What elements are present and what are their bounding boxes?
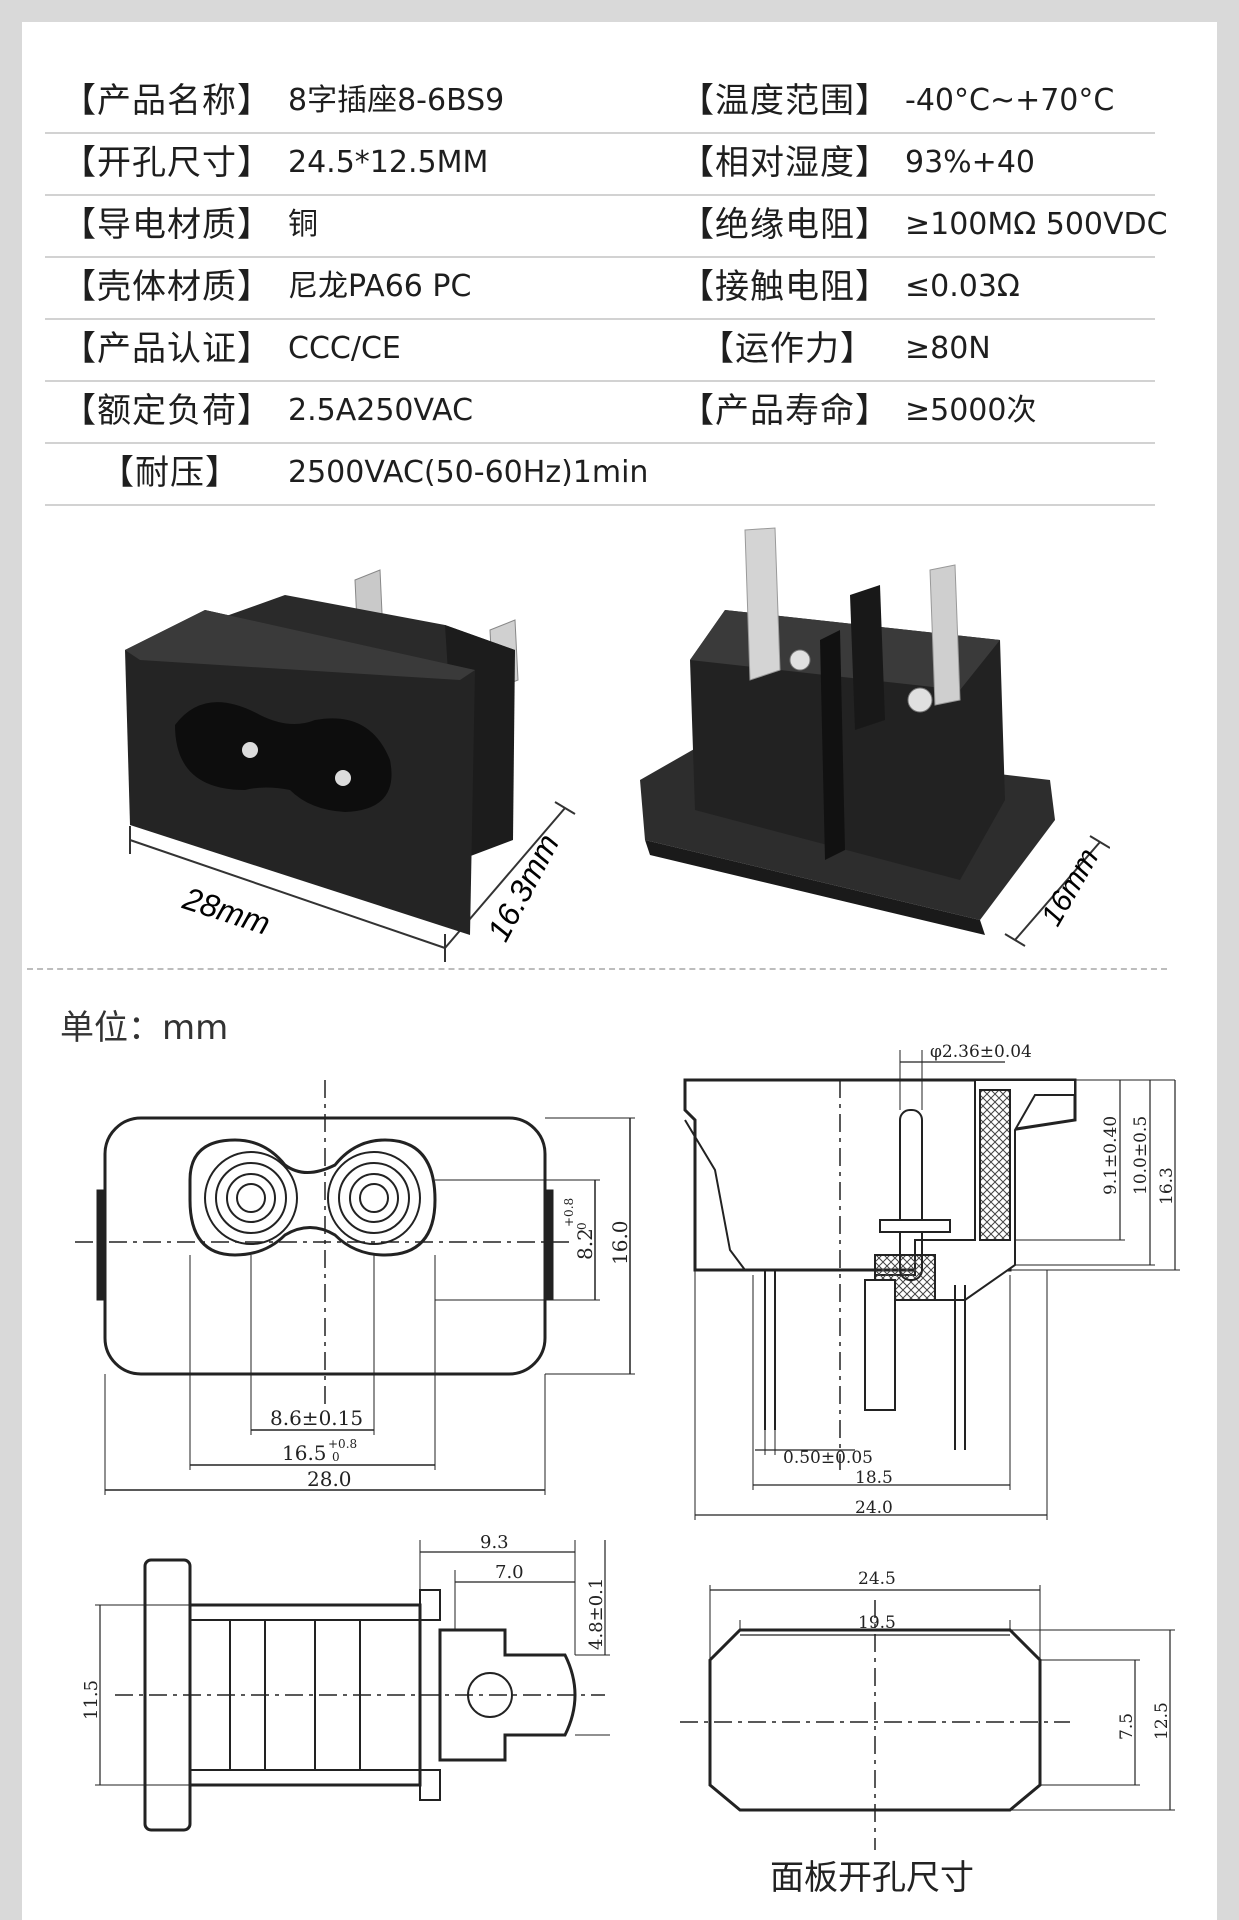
dim-bottom-h2: 11.5: [81, 1680, 102, 1720]
dim-front-h1: 8.2: [573, 1228, 597, 1260]
spec-value: 铜: [288, 207, 318, 242]
dim-cutout-w2: 19.5: [858, 1613, 896, 1633]
dim-front-h1-tol-down: 0: [575, 1222, 589, 1230]
spec-value: ≤0.03Ω: [905, 269, 1020, 304]
spec-value: 2.5A250VAC: [288, 393, 474, 428]
unit-label: 单位：mm: [60, 1008, 229, 1048]
spec-label: 【产品寿命】: [680, 391, 890, 431]
spec-value: ≥80N: [905, 331, 991, 366]
spec-label: 【壳体材质】: [62, 267, 272, 307]
dim-bottom-d2: 7.0: [495, 1562, 524, 1583]
dim-front-d2-tol-up: +0.8: [328, 1437, 357, 1451]
dim-side-b3: 24.0: [855, 1498, 893, 1518]
section-divider: [27, 968, 1167, 970]
spec-row: [45, 380, 1155, 444]
spec-label: 【运作力】: [700, 329, 875, 369]
drawing-panel-cutout: 24.5 19.5 7.5 12.5: [680, 1569, 1175, 1850]
spec-label: 【耐压】: [100, 453, 240, 493]
dim-front-d2-tol-down: 0: [332, 1450, 340, 1464]
spec-row: [45, 318, 1155, 382]
spec-label: 【导电材质】: [62, 205, 272, 245]
spec-label: 【接触电阻】: [680, 267, 890, 307]
spec-value: 24.5*12.5MM: [288, 145, 489, 180]
spec-row: [45, 132, 1155, 196]
spec-value: 2500VAC(50-60Hz)1min: [288, 455, 649, 490]
dim-front-h2: 16.0: [608, 1220, 632, 1265]
dim-side-h3: 16.3: [1157, 1167, 1177, 1205]
dim-bottom-d1: 9.3: [480, 1532, 509, 1553]
dim-bottom-h1: 4.8±0.1: [586, 1578, 607, 1650]
spec-row: [45, 256, 1155, 320]
spec-label: 【温度范围】: [680, 81, 890, 121]
drawing-side-section: φ2.36±0.04 9.1±0.40 10.0±0.5 16.3 0.50±0…: [683, 1042, 1180, 1520]
cutout-caption: 面板开孔尺寸: [770, 1858, 974, 1898]
dim-side-b1: 0.50±0.05: [783, 1448, 873, 1468]
spec-value: ≥5000次: [905, 393, 1037, 428]
dim-cutout-h1: 7.5: [1117, 1713, 1137, 1740]
spec-value: 93%+40: [905, 145, 1035, 180]
product-photo-front: [125, 569, 576, 962]
spec-value: CCC/CE: [288, 331, 401, 366]
dim-side-h1: 9.1±0.40: [1101, 1116, 1121, 1195]
dim-cutout-w1: 24.5: [858, 1569, 896, 1589]
spec-value: -40°C~+70°C: [905, 83, 1115, 118]
spec-row: [45, 442, 1155, 506]
drawing-front-view: 8.6±0.15 16.5 +0.8 0 28.0 8.2 +0.8 0 16.…: [75, 1080, 635, 1495]
spec-label: 【开孔尺寸】: [62, 143, 272, 183]
spec-value: 8字插座8-6BS9: [288, 83, 505, 118]
spec-row: [45, 194, 1155, 258]
dim-cutout-h2: 12.5: [1152, 1702, 1172, 1740]
spec-row: [45, 70, 1155, 134]
dim-side-h2: 10.0±0.5: [1131, 1116, 1151, 1195]
spec-value: ≥100MΩ 500VDC: [905, 207, 1168, 242]
spec-value: 尼龙PA66 PC: [288, 269, 472, 304]
spec-label: 【相对湿度】: [680, 143, 890, 183]
spec-label: 【产品认证】: [62, 329, 272, 369]
spec-label: 【产品名称】: [62, 81, 272, 121]
dim-side-top: φ2.36±0.04: [930, 1042, 1032, 1062]
dim-front-d1: 8.6±0.15: [270, 1406, 363, 1430]
product-photo-back: [640, 527, 1110, 947]
spec-label: 【额定负荷】: [62, 391, 272, 431]
dim-front-d2: 16.5: [282, 1441, 327, 1465]
dim-side-b2: 18.5: [855, 1468, 893, 1488]
dim-front-d3: 28.0: [307, 1467, 352, 1491]
dim-front-h1-tol-up: +0.8: [562, 1198, 576, 1227]
drawing-bottom-view: 9.3 7.0 4.8±0.1 11.5: [81, 1532, 610, 1832]
spec-label: 【绝缘电阻】: [680, 205, 890, 245]
